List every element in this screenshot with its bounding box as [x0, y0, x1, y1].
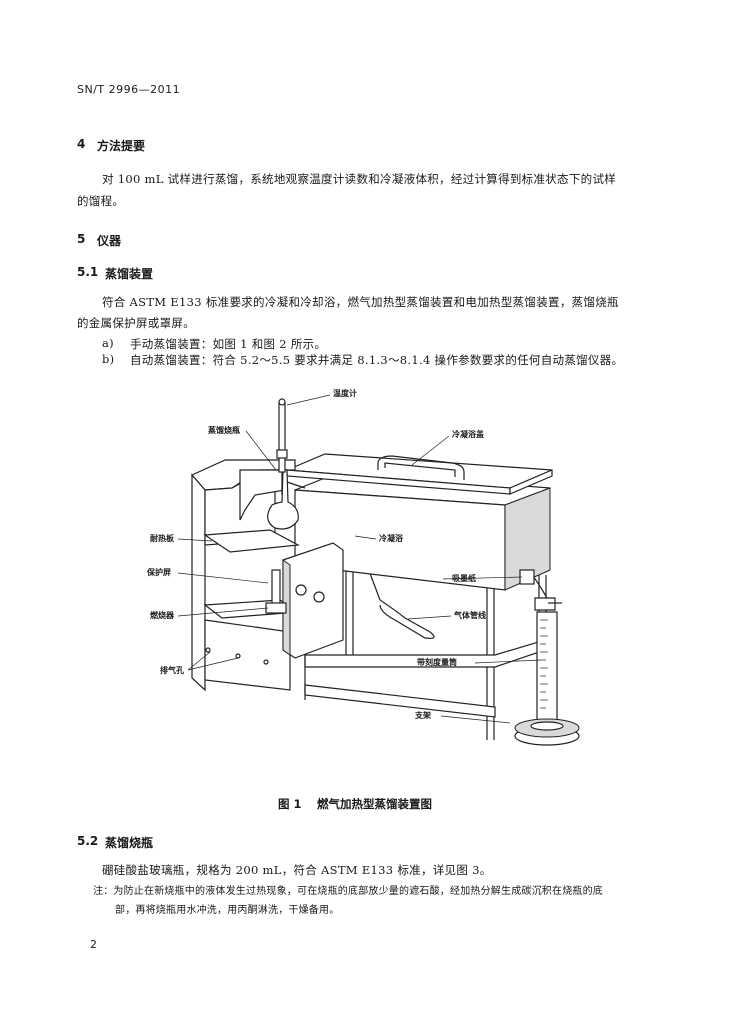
thermometer [278, 401, 286, 473]
list-item-b-text: 自动蒸馏装置：符合 5.2～5.5 要求并满足 8.1.3～8.1.4 操作参数… [130, 353, 624, 367]
vent-hole [263, 659, 269, 665]
graduated-cylinder [536, 611, 558, 723]
list-item-a-text: 手动蒸馏装置：如图 1 和图 2 所示。 [130, 337, 327, 351]
note-line2: 部，再将烧瓶用水冲洗，用丙酮淋洗，干燥备用。 [115, 905, 340, 916]
door-knob [313, 591, 325, 603]
heat-board [203, 529, 301, 553]
section-5-title: 仪器 [97, 234, 122, 248]
burner [271, 569, 281, 606]
note-line1: 注：为防止在新烧瓶中的液体发生过热现象，可在烧瓶的底部放少量的遮石酸，经加热分解… [93, 886, 603, 897]
section-4-para-line1: 对 100 mL 试样进行蒸馏，系统地观察温度计读数和冷凝液体积，经过计算得到标… [102, 172, 617, 186]
standard-code: SN/T 2996—2011 [77, 83, 181, 96]
distillation-apparatus-figure [177, 394, 580, 746]
figure-caption-number: 图 1 [278, 797, 302, 811]
label-support-stand: 支架 [415, 711, 431, 720]
section-5-1-para-line2: 的金属保护屏或罩屏。 [77, 316, 195, 330]
shield-left-side [191, 473, 206, 692]
cover-handle [377, 455, 465, 480]
list-item-b-marker: b) [102, 352, 115, 366]
vent-hole [205, 647, 211, 653]
section-5-1-number: 5.1 [77, 265, 99, 279]
section-4-title: 方法提要 [97, 139, 146, 153]
label-thermometer: 温度计 [333, 389, 357, 398]
label-bath-cover: 冷凝浴盖 [452, 430, 484, 439]
gas-line [379, 599, 435, 639]
section-4-number: 4 [77, 137, 86, 151]
door-knob [295, 584, 307, 596]
label-graduated-cylinder: 带刻度量筒 [417, 658, 457, 667]
flask [267, 469, 299, 530]
label-shield: 保护屏 [147, 568, 171, 577]
figure-caption-title: 燃气加热型蒸馏装置图 [317, 797, 432, 811]
section-5-2-para: 硼硅酸盐玻璃瓶，规格为 200 mL，符合 ASTM E133 标准，详见图 3… [102, 863, 492, 877]
list-item-a-marker: a) [102, 336, 114, 350]
label-vent-holes: 排气孔 [160, 666, 184, 675]
section-5-1-title: 蒸馏装置 [105, 267, 154, 281]
shield-door [282, 542, 344, 659]
label-blotter-paper: 吸墨纸 [452, 574, 476, 583]
condenser-bath-side [504, 487, 551, 591]
section-5-1-para-line1: 符合 ASTM E133 标准要求的冷凝和冷却浴，燃气加热型蒸馏装置和电加热型蒸… [102, 295, 619, 309]
section-5-number: 5 [77, 232, 86, 246]
section-5-2-title: 蒸馏烧瓶 [105, 836, 154, 850]
label-heat-board: 耐热板 [150, 534, 174, 543]
label-gas-line: 气体管线 [454, 611, 486, 620]
section-4-para-line2: 的馏程。 [77, 194, 125, 208]
label-burner: 燃烧器 [150, 611, 174, 620]
shield-front-panel [204, 619, 291, 691]
label-flask: 蒸馏烧瓶 [208, 426, 240, 435]
page-number: 2 [90, 938, 98, 951]
label-condenser-bath: 冷凝浴 [379, 534, 403, 543]
blotter-paper [519, 569, 535, 585]
section-5-2-number: 5.2 [77, 834, 99, 848]
